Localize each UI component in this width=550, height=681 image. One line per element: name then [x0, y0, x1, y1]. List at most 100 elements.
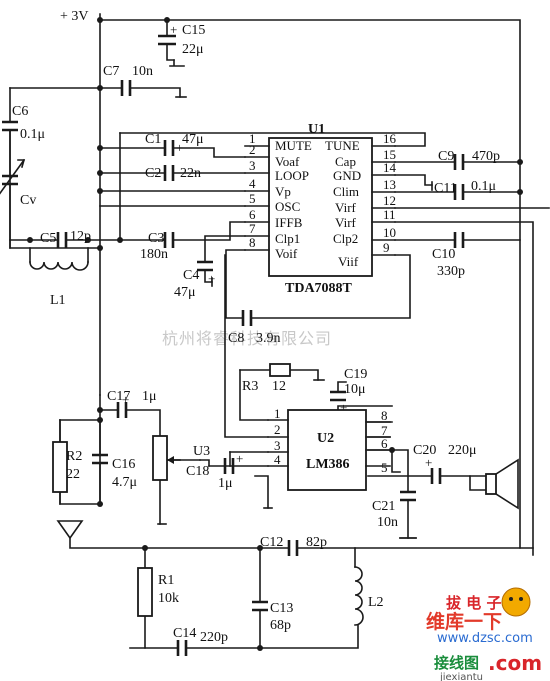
- svg-text:8: 8: [249, 235, 256, 250]
- svg-text:C4: C4: [183, 268, 199, 283]
- resistor-r3: R3 12: [242, 363, 291, 394]
- svg-text:330p: 330p: [437, 264, 465, 279]
- svg-text:C5: C5: [40, 231, 56, 246]
- svg-text:470p: 470p: [472, 149, 500, 164]
- svg-text:TUNE: TUNE: [325, 138, 360, 153]
- antenna-icon: [56, 520, 84, 540]
- svg-text:10n: 10n: [132, 64, 153, 79]
- svg-text:C21: C21: [372, 499, 395, 514]
- svg-text:C13: C13: [270, 601, 293, 616]
- svg-text:C6: C6: [12, 104, 28, 119]
- svg-text:1: 1: [274, 406, 281, 421]
- capacitor-c12: C12 82p: [260, 535, 327, 556]
- svg-text:220μ: 220μ: [448, 443, 477, 458]
- svg-text:4: 4: [249, 176, 256, 191]
- capacitor-c8: C8 3.9n: [228, 310, 281, 346]
- svg-text:L1: L1: [50, 293, 66, 308]
- svg-text:R2: R2: [66, 449, 82, 464]
- svg-text:14: 14: [383, 160, 397, 175]
- svg-text:+: +: [170, 22, 177, 37]
- chip-u2: U2 LM386 1 2 3 4 8 7 6 5: [267, 406, 391, 491]
- u3-label: U3: [193, 444, 210, 459]
- ground-symbols: [129, 59, 433, 649]
- svg-text:10: 10: [383, 225, 396, 240]
- svg-text:+: +: [122, 392, 129, 407]
- svg-text:1: 1: [249, 131, 256, 146]
- svg-text:10k: 10k: [158, 591, 179, 606]
- capacitor-c20: + C20 220μ: [413, 443, 477, 484]
- svg-text:MUTE: MUTE: [275, 138, 312, 153]
- svg-text:OSC: OSC: [275, 199, 300, 214]
- svg-text:12: 12: [272, 379, 286, 394]
- svg-text:3.9n: 3.9n: [256, 331, 281, 346]
- svg-text:6: 6: [381, 436, 388, 451]
- svg-text:1μ: 1μ: [218, 476, 233, 491]
- logo-text-2: 维库一下: [426, 610, 502, 633]
- svg-text:LOOP: LOOP: [275, 168, 309, 183]
- svg-text:R1: R1: [158, 573, 174, 588]
- svg-text:82p: 82p: [306, 535, 327, 550]
- capacitor-c9: C9 470p: [438, 149, 500, 170]
- svg-text:2: 2: [249, 142, 256, 157]
- svg-text:+: +: [176, 140, 183, 155]
- svg-text:22μ: 22μ: [182, 42, 204, 57]
- svg-text:Virf: Virf: [335, 200, 357, 215]
- svg-text:+: +: [340, 400, 347, 415]
- svg-text:220p: 220p: [200, 630, 228, 645]
- svg-text:C9: C9: [438, 149, 454, 164]
- capacitor-c11: C11 0.1μ: [434, 179, 496, 200]
- resistor-r1: R1 10k: [137, 567, 179, 617]
- svg-text:Clp1: Clp1: [275, 231, 300, 246]
- svg-text:13: 13: [383, 177, 396, 192]
- svg-text:U2: U2: [317, 431, 334, 446]
- svg-text:47μ: 47μ: [174, 285, 196, 300]
- svg-text:LM386: LM386: [306, 457, 350, 472]
- svg-text:1μ: 1μ: [142, 389, 157, 404]
- watermark-text: 杭州将睿科技有限公司: [162, 329, 332, 348]
- capacitor-c17: + C17 1μ: [107, 389, 157, 418]
- svg-text:U1: U1: [308, 122, 325, 137]
- svg-text:Clim: Clim: [333, 184, 359, 199]
- svg-text:7: 7: [249, 221, 256, 236]
- svg-text:10n: 10n: [377, 515, 398, 530]
- svg-text:12: 12: [383, 193, 396, 208]
- svg-text:C20: C20: [413, 443, 436, 458]
- capacitor-c7: C7 10n: [103, 64, 153, 96]
- capacitor-c13: C13 68p: [252, 600, 293, 633]
- svg-text:9: 9: [383, 240, 390, 255]
- svg-text:C19: C19: [344, 367, 367, 382]
- svg-text:22: 22: [66, 467, 80, 482]
- capacitor-c14: C14 220p: [173, 626, 228, 656]
- svg-text:47μ: 47μ: [182, 132, 204, 147]
- svg-text:Viif: Viif: [338, 254, 359, 269]
- resistor-r2: R2 22: [52, 441, 82, 493]
- chip-u1: U1 TDA7088T 1 2 3 4 5 6 7 8 MUTE Voaf LO…: [244, 122, 397, 296]
- svg-text:+: +: [236, 451, 243, 466]
- capacitor-c4: + C4 47μ: [174, 260, 215, 300]
- svg-text:C18: C18: [186, 464, 209, 479]
- capacitor-c5: C5 12p: [40, 229, 91, 248]
- svg-text:3: 3: [274, 438, 281, 453]
- svg-text:4: 4: [274, 452, 281, 467]
- inductor-l2: L2: [354, 566, 384, 626]
- svg-text:C1: C1: [145, 132, 161, 147]
- svg-text:L2: L2: [368, 595, 384, 610]
- svg-text:Voif: Voif: [275, 246, 298, 261]
- svg-text:C12: C12: [260, 535, 283, 550]
- variable-capacitor-cv: Cv: [0, 129, 36, 249]
- svg-text:Vp: Vp: [275, 184, 291, 199]
- svg-text:0.1μ: 0.1μ: [20, 127, 45, 142]
- capacitor-c3: C3 180n: [140, 231, 175, 262]
- svg-text:7: 7: [381, 423, 388, 438]
- capacitor-c21: C21 10n: [372, 490, 416, 530]
- svg-text:C17: C17: [107, 389, 130, 404]
- svg-text:3: 3: [249, 158, 256, 173]
- svg-text:4.7μ: 4.7μ: [112, 475, 137, 490]
- svg-text:180n: 180n: [140, 247, 168, 262]
- svg-text:Clp2: Clp2: [333, 231, 358, 246]
- svg-text:C3: C3: [148, 231, 164, 246]
- logo-text-5: .com: [488, 651, 542, 675]
- capacitor-c15: + C15 22μ: [158, 22, 205, 57]
- capacitor-c19: + C19 10μ: [330, 367, 367, 415]
